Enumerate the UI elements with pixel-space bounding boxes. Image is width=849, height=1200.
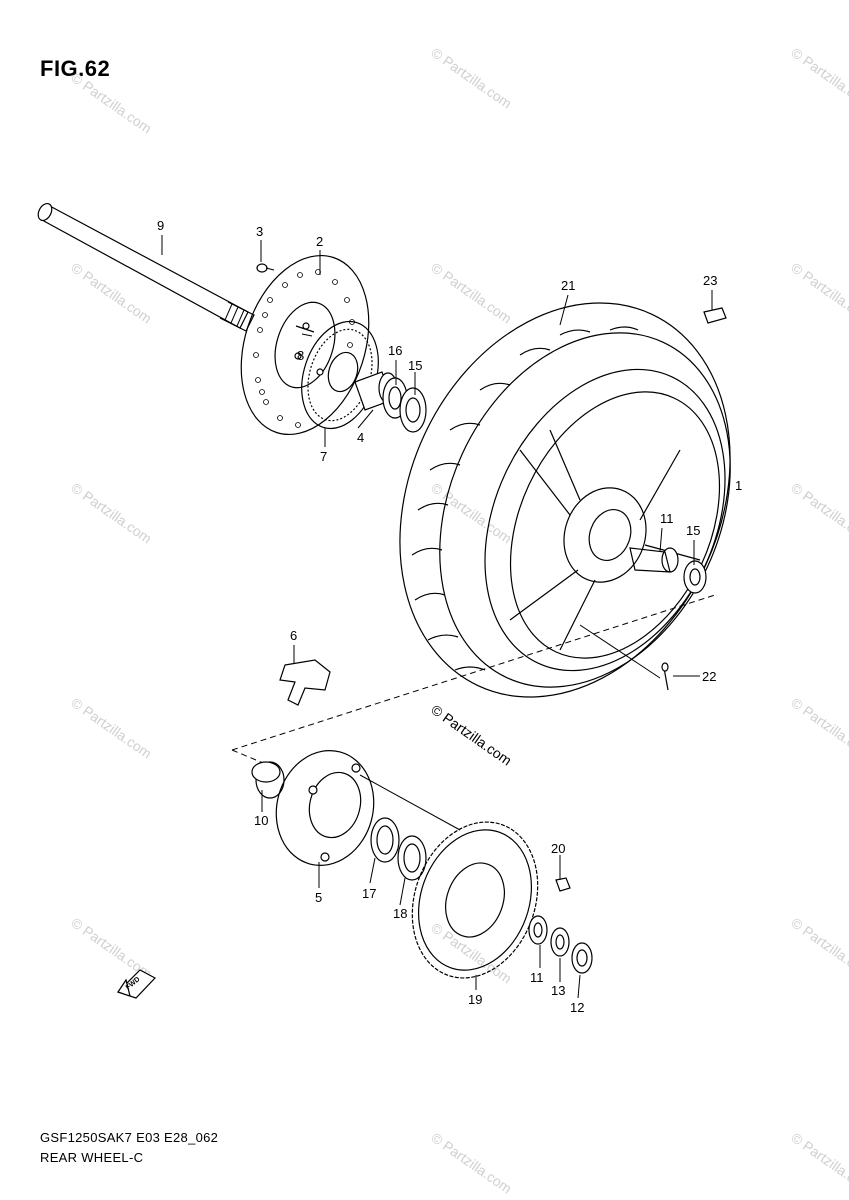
callout-label: 16 (388, 343, 402, 358)
watermark: © Partzilla.com (68, 69, 154, 136)
brake-disc-bolt (256, 263, 275, 273)
watermark: © Partzilla.com (788, 914, 849, 981)
callout-label: 22 (702, 669, 716, 684)
callout-label: 1 (735, 478, 742, 493)
callout-label: 3 (256, 224, 263, 239)
watermark: © Partzilla.com (788, 259, 849, 326)
callout-label: 15 (686, 523, 700, 538)
callout-label: 10 (254, 813, 268, 828)
balancer-weight (703, 307, 727, 324)
callout-label: 13 (551, 983, 565, 998)
watermark: © Partzilla.com (788, 1129, 849, 1196)
callout-label: 7 (320, 449, 327, 464)
diagram-code: GSF1250SAK7 E03 E28_062 (40, 1130, 219, 1145)
rear-sprocket (411, 821, 539, 979)
figure-title: FIG.62 (40, 56, 111, 81)
callout-label: 21 (561, 278, 575, 293)
watermark: © Partzilla.com (68, 694, 154, 761)
hub-spacer-and-bearing (354, 371, 427, 433)
watermark: © Partzilla.com (788, 479, 849, 546)
callout-label: 19 (468, 992, 482, 1007)
bearing-and-oil-seal (370, 817, 427, 881)
callout-label: 6 (290, 628, 297, 643)
sprocket-mounting-drum (275, 750, 375, 866)
watermark: © Partzilla.com (428, 44, 514, 111)
callout-label: 5 (315, 890, 322, 905)
copyright-text: © Partzilla.com (428, 701, 514, 768)
callout-label: 11 (660, 511, 674, 526)
brake-disc (240, 254, 370, 436)
callout-label: 17 (362, 886, 376, 901)
callout-label: 2 (316, 234, 323, 249)
watermark: © Partzilla.com (428, 1129, 514, 1196)
callout-label: 20 (551, 841, 565, 856)
diagram-name: REAR WHEEL-C (40, 1150, 144, 1165)
watermark: © Partzilla.com (788, 44, 849, 111)
tire-valve (661, 662, 669, 691)
callout-label: 4 (357, 430, 364, 445)
callout-label: 15 (408, 358, 422, 373)
callout-label: 11 (530, 970, 544, 985)
callout-label: 12 (570, 1000, 584, 1015)
callout-label: 18 (393, 906, 407, 921)
watermark-layer: © Partzilla.com © Partzilla.com © Partzi… (68, 44, 849, 1196)
wheel-damper (251, 761, 285, 799)
watermark: © Partzilla.com (428, 259, 514, 326)
watermark: © Partzilla.com (68, 259, 154, 326)
callout-labels: 9 3 2 8 16 15 4 7 21 23 1 11 15 22 6 10 … (157, 218, 742, 1015)
axle-part (37, 202, 255, 332)
sprocket-nut-and-washers (528, 877, 593, 974)
callout-label: 23 (703, 273, 717, 288)
rear-wheel-assembly (399, 302, 731, 698)
watermark: © Partzilla.com (428, 919, 514, 986)
callout-label: 8 (297, 348, 304, 363)
watermark: © Partzilla.com (428, 479, 514, 546)
callout-label: 9 (157, 218, 164, 233)
leader-lines (161, 235, 713, 999)
watermark: © Partzilla.com (788, 694, 849, 761)
watermark: © Partzilla.com (68, 479, 154, 546)
sensor-bracket (279, 659, 331, 706)
